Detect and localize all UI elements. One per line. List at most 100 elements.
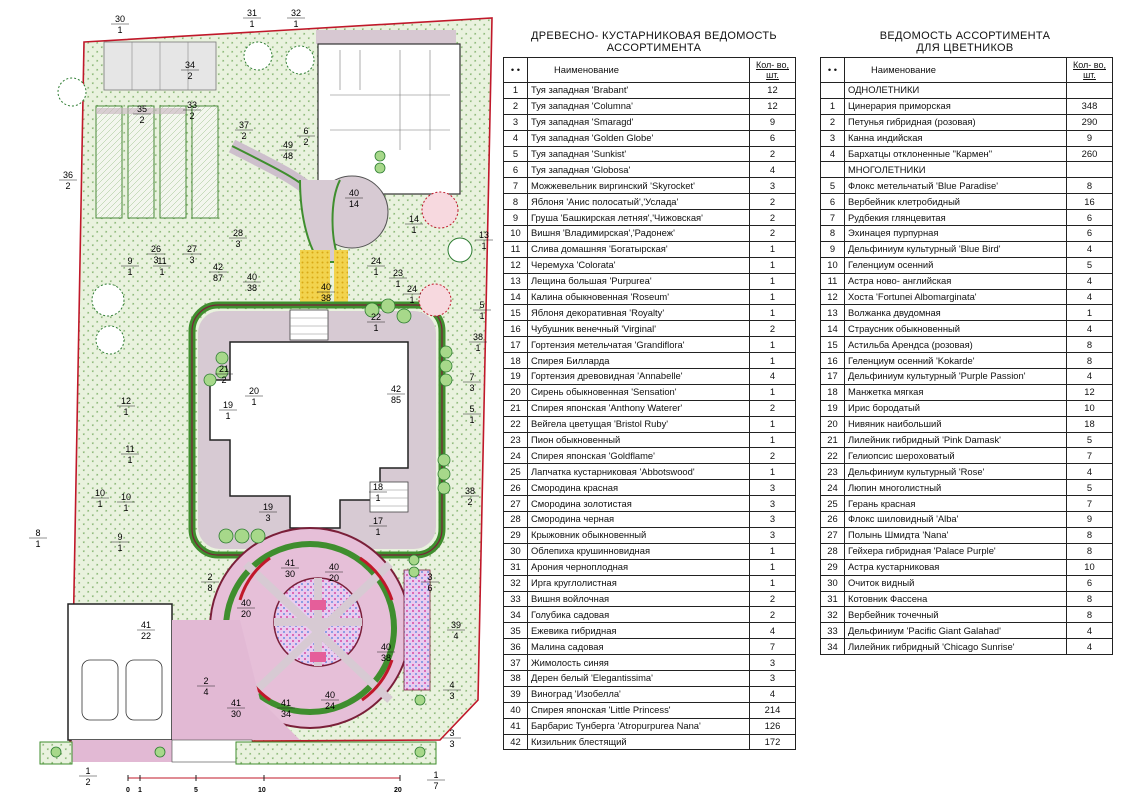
yellow-path <box>300 250 330 306</box>
row-name: Калина обыкновенная 'Roseum' <box>527 288 750 306</box>
callout-quantity: 1 <box>123 503 128 513</box>
callout: 332 <box>183 100 201 121</box>
row-name: Можжевельник виргинский 'Skyrocket' <box>527 177 750 195</box>
callout-number: 17 <box>373 516 383 526</box>
row-name: Кизильник блестящий <box>527 733 750 751</box>
callout-quantity: 1 <box>127 455 132 465</box>
row-number: 34 <box>820 638 845 656</box>
row-quantity: 2 <box>749 209 796 227</box>
callout-quantity: 1 <box>373 323 378 333</box>
callout-number: 14 <box>409 214 419 224</box>
callout-quantity: 34 <box>281 709 291 719</box>
row-quantity: 1 <box>749 431 796 449</box>
callout-quantity: 1 <box>117 25 122 35</box>
callout-quantity: 48 <box>283 151 293 161</box>
row-name: Спирея Билларда <box>527 352 750 370</box>
row-name: Гортензия древовидная 'Annabelle' <box>527 368 750 385</box>
row-number: 29 <box>820 558 845 576</box>
row-name: Гейхера гибридная 'Palace Purple' <box>844 542 1067 560</box>
row-number: 27 <box>503 495 528 513</box>
row-quantity: 214 <box>749 701 796 719</box>
row-quantity: 348 <box>1066 97 1113 115</box>
callout-quantity: 2 <box>241 131 246 141</box>
row-number: 32 <box>503 574 528 592</box>
row-name: Котовник Фассена <box>844 590 1067 608</box>
row-number: 17 <box>503 336 528 354</box>
row-name: Волжанка двудомная <box>844 304 1067 322</box>
callout-quantity: 87 <box>213 273 223 283</box>
row-number: 29 <box>503 526 528 544</box>
row-number: 12 <box>503 256 528 274</box>
callout-number: 13 <box>479 230 489 240</box>
callout-number: 24 <box>407 284 417 294</box>
row-quantity: 12 <box>749 82 796 99</box>
row-number: 33 <box>820 622 845 640</box>
callout: 101 <box>117 492 135 513</box>
row-number: 22 <box>820 447 845 465</box>
row-quantity: 2 <box>749 590 796 608</box>
callout-quantity: 1 <box>395 279 400 289</box>
row-name: Астильба Арендса (розовая) <box>844 336 1067 354</box>
callout-number: 40 <box>381 642 391 652</box>
row-quantity: 2 <box>749 399 796 417</box>
callout-number: 39 <box>451 620 461 630</box>
row-quantity: 2 <box>749 447 796 465</box>
callout-number: 12 <box>121 396 131 406</box>
row-quantity: 172 <box>749 733 796 751</box>
row-quantity: 10 <box>1066 558 1113 576</box>
row-number: 41 <box>503 717 528 735</box>
row-number: 13 <box>503 272 528 290</box>
row-number: 17 <box>820 368 845 385</box>
callout: 131 <box>475 230 493 251</box>
callout: 381 <box>469 332 487 353</box>
row-quantity: 8 <box>1066 336 1113 354</box>
callout-number: 31 <box>247 8 257 18</box>
callout-quantity: 1 <box>97 499 102 509</box>
callout-quantity: 38 <box>381 653 391 663</box>
callout-quantity: 1 <box>409 295 414 305</box>
callout: 28 <box>201 572 219 593</box>
row-name: Арония черноплодная <box>527 558 750 576</box>
row-name: Хоста 'Fortunei Albomarginata' <box>844 288 1067 306</box>
row-quantity: 2 <box>749 225 796 242</box>
callout-quantity: 1 <box>225 411 230 421</box>
callout-number: 7 <box>469 372 474 382</box>
callout-number: 1 <box>433 770 438 780</box>
row-name: Жимолость синяя <box>527 654 750 671</box>
row-name: Лапчатка кустарниковая 'Abbotswood' <box>527 463 750 481</box>
row-quantity: 5 <box>1066 431 1113 449</box>
callout: 141 <box>405 214 423 235</box>
callout-quantity: 2 <box>65 181 70 191</box>
callout: 283 <box>229 228 247 249</box>
row-number: 1 <box>820 97 845 115</box>
row-number: 3 <box>503 113 528 131</box>
row-name: Туя западная 'Sunkist' <box>527 145 750 163</box>
callout-number: 35 <box>137 104 147 114</box>
callout: 301 <box>111 14 129 35</box>
callout-number: 5 <box>479 300 484 310</box>
callout: 51 <box>473 300 491 321</box>
row-name: Туя западная 'Smaragd' <box>527 113 750 131</box>
callout: 321 <box>287 8 305 29</box>
callout-quantity: 1 <box>293 19 298 29</box>
callout-number: 3 <box>427 572 432 582</box>
row-number: 32 <box>820 606 845 624</box>
row-name: Полынь Шмидта 'Nana' <box>844 526 1067 544</box>
callout-number: 40 <box>241 598 251 608</box>
callout-number: 49 <box>283 140 293 150</box>
